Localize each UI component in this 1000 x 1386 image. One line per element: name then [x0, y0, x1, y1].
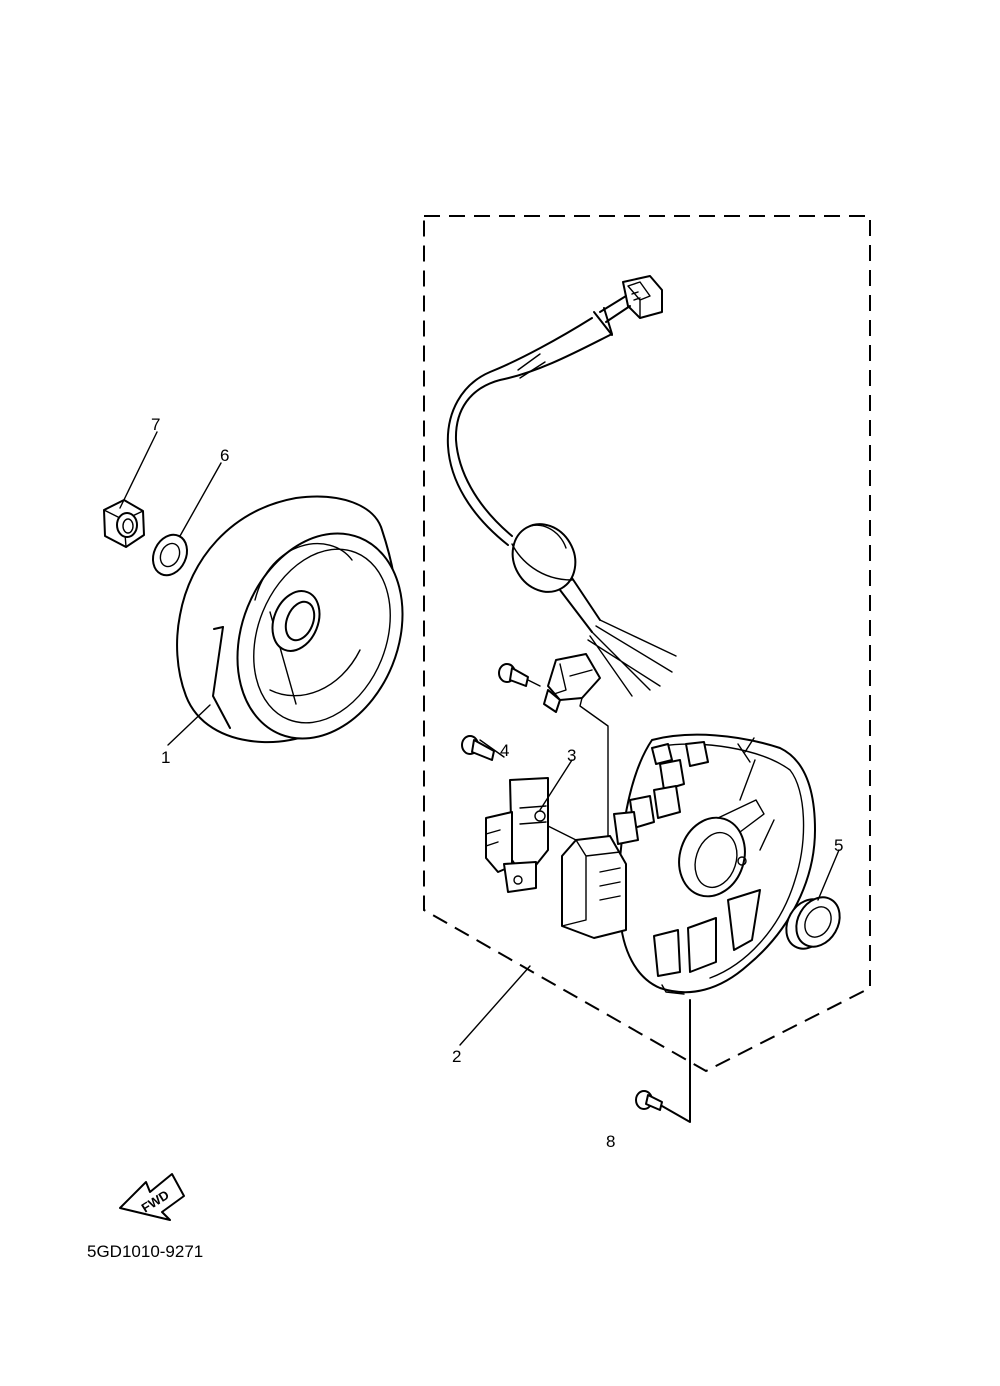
leader-line-4 [479, 739, 505, 758]
part-rotor [176, 495, 404, 744]
callout-3: 3 [567, 746, 576, 765]
part-nut [103, 499, 145, 548]
part-bearing [785, 896, 841, 950]
callout-1: 1 [161, 748, 170, 767]
part-pulser-coil [485, 777, 577, 893]
callout-8: 8 [606, 1132, 615, 1151]
sensor-screw [498, 663, 541, 687]
leader-line-7 [119, 431, 158, 509]
pickup-sensor [543, 653, 609, 845]
assembly-boundary [423, 215, 871, 1073]
leader-line-6 [179, 462, 222, 537]
leader-line-1 [167, 704, 211, 746]
leader-line-3 [539, 759, 573, 811]
part-screw-4 [461, 735, 495, 761]
callout-6: 6 [220, 446, 229, 465]
part-stator [561, 733, 816, 995]
leader-line-5 [817, 849, 840, 901]
callout-2: 2 [452, 1047, 461, 1066]
callout-4: 4 [500, 741, 509, 760]
callout-5: 5 [834, 836, 843, 855]
part-screw-8 [635, 999, 691, 1123]
part-washer [151, 533, 189, 577]
leader-line-2 [459, 965, 531, 1046]
wire-harness [446, 275, 677, 697]
callout-7: 7 [151, 415, 160, 434]
forward-arrow-icon: FWD [119, 1173, 185, 1221]
drawing-code: 5GD1010-9271 [87, 1242, 203, 1261]
